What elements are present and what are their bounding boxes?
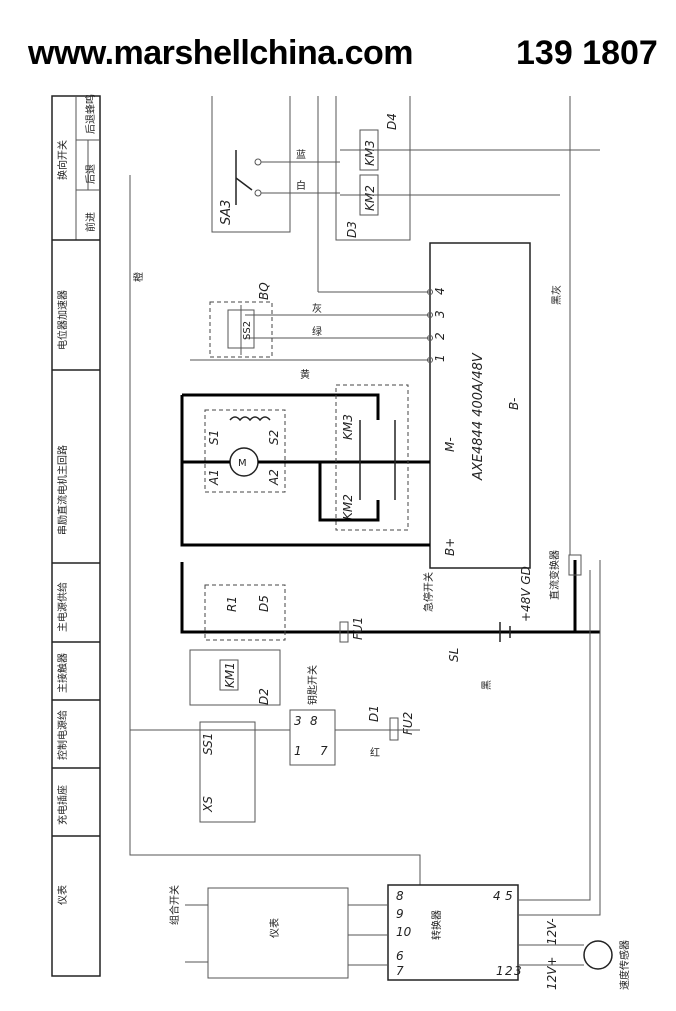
key-pin-7: 7 [320,744,328,758]
key-pin-1: 1 [294,744,302,758]
wire-orange-label: 橙 [132,272,145,282]
instrument-label: 仪表 [268,918,281,938]
controller-b-minus: B- [507,398,521,410]
emergency-stop-label: 急停开关 [422,572,435,612]
ss2-label: SS2 [242,321,253,340]
controller-pin-3: 3 [433,310,447,318]
battery-label: +48V GD [519,566,533,622]
page-header: www.marshellchina.com 139 1807 [0,0,676,90]
converter-pin-9: 9 [396,907,404,921]
key-pin-3: 3 [294,714,302,728]
controller-block: AXE4844 400A/48V 4 3 2 1 B- M- B+ 灰 绿 黄 [190,96,531,569]
fu2-label: FU2 [401,712,415,735]
d4-label: D4 [385,113,399,130]
panel-label-reverse: 后退 [85,164,97,184]
v12-plus-label: 12V+ [545,956,559,990]
converter-pin-10: 10 [396,925,412,939]
potentiometer-block: BQ SS2 [209,282,273,358]
panel-label-reverse-buzzer: 后退蜂鸣 [84,94,97,134]
s2-label: S2 [267,430,281,445]
xs-label: XS [201,796,215,813]
wire-black-gray-label: 黑灰 [550,285,563,305]
converter-pin-2: 2 [505,964,513,978]
wire-red-label: 红 [370,746,380,759]
wire-white-label: 白 [296,179,306,192]
a2-label: A2 [267,469,281,486]
speed-sensor-label: 速度传感器 [618,940,631,990]
left-label-panel: 仪表 充电插座 控制电源给 主接触器 主电源供给 串励直流电机主回路 电位器加速… [51,94,101,977]
panel-label-potentiometer: 电位器加速器 [56,290,69,350]
ss1-label: SS1 [201,733,215,755]
converter-pin-8: 8 [396,889,404,903]
panel-label-control-power: 控制电源给 [56,710,69,760]
r1-label: R1 [225,596,239,612]
controller-pin-4: 4 [433,287,447,295]
motor-circuit: M S1 S2 A1 A2 KM3 KM2 [180,384,430,547]
panel-label-instrument: 仪表 [56,885,69,905]
km3-contact-label: KM3 [341,414,355,440]
d1-label: D1 [367,705,381,722]
km1-label: KM1 [223,662,237,688]
instrument-block: 仪表 组合开关 转换器 4 5 8 9 10 6 7 1 2 3 速度传感器 1… [168,560,631,990]
km3-coil-label: KM3 [363,140,377,166]
controller-label: AXE4844 400A/48V [471,352,486,481]
bq-label: BQ [257,282,271,300]
converter-pin-6: 6 [396,949,404,963]
combo-switch-label: 组合开关 [168,885,181,925]
panel-label-direction-switch: 换向开关 [56,140,69,180]
v12-minus-label: 12V- [545,918,559,945]
wire-gray-label: 灰 [312,302,322,315]
d2-label: D2 [257,688,271,705]
speed-sensor-icon [583,940,613,970]
panel-label-main-contactor: 主接触器 [56,653,69,693]
sa3-label: SA3 [219,200,234,225]
a1-label: A1 [207,469,221,486]
panel-label-main-power: 主电源供给 [56,582,69,632]
wire-green-label: 绿 [312,325,322,338]
power-supply-block: R1 D5 KM1 D2 FU1 SL 急停开关 +48V GD 直流变换器 黑… [180,96,600,706]
direction-switch-block: SA3 蓝 白 KM3 KM2 D4 D3 [211,96,600,241]
key-pin-8: 8 [310,714,318,728]
controller-m-minus: M- [443,437,457,452]
motor-symbol: M [238,458,247,469]
panel-label-forward: 前进 [84,212,97,232]
control-power-block: 3 8 1 7 钥匙开关 FU2 D1 红 SS1 XS [130,665,420,823]
km2-coil-label: KM2 [363,185,377,211]
wire-blue-label: 蓝 [296,149,306,161]
dc-converter-label: 直流变换器 [548,550,561,600]
converter-pin-1: 1 [496,964,504,978]
converter-pin-5: 5 [505,889,513,903]
fu1-label: FU1 [351,617,365,640]
d3-label: D3 [345,221,359,238]
controller-pin-1: 1 [433,354,447,362]
orange-wire: 橙 [129,175,421,885]
controller-pin-2: 2 [433,332,447,340]
sl-label: SL [447,648,461,662]
converter-label: 转换器 [430,910,443,940]
website-url[interactable]: www.marshellchina.com [28,34,414,72]
s1-label: S1 [207,430,221,445]
panel-label-motor-circuit: 串励直流电机主回路 [56,445,69,535]
converter-pin-3: 3 [514,964,522,978]
key-switch-label: 钥匙开关 [306,665,319,705]
km2-contact-label: KM2 [341,494,355,520]
phone-number: 139 1807 [516,34,658,72]
controller-b-plus: B+ [443,538,457,556]
d5-label: D5 [257,595,271,612]
converter-pin-4: 4 [493,889,501,903]
panel-label-charging-socket: 充电插座 [56,785,69,825]
wire-black-label: 黑 [481,680,493,690]
wire-yellow-label: 黄 [300,368,310,381]
converter-pin-7: 7 [396,964,404,978]
